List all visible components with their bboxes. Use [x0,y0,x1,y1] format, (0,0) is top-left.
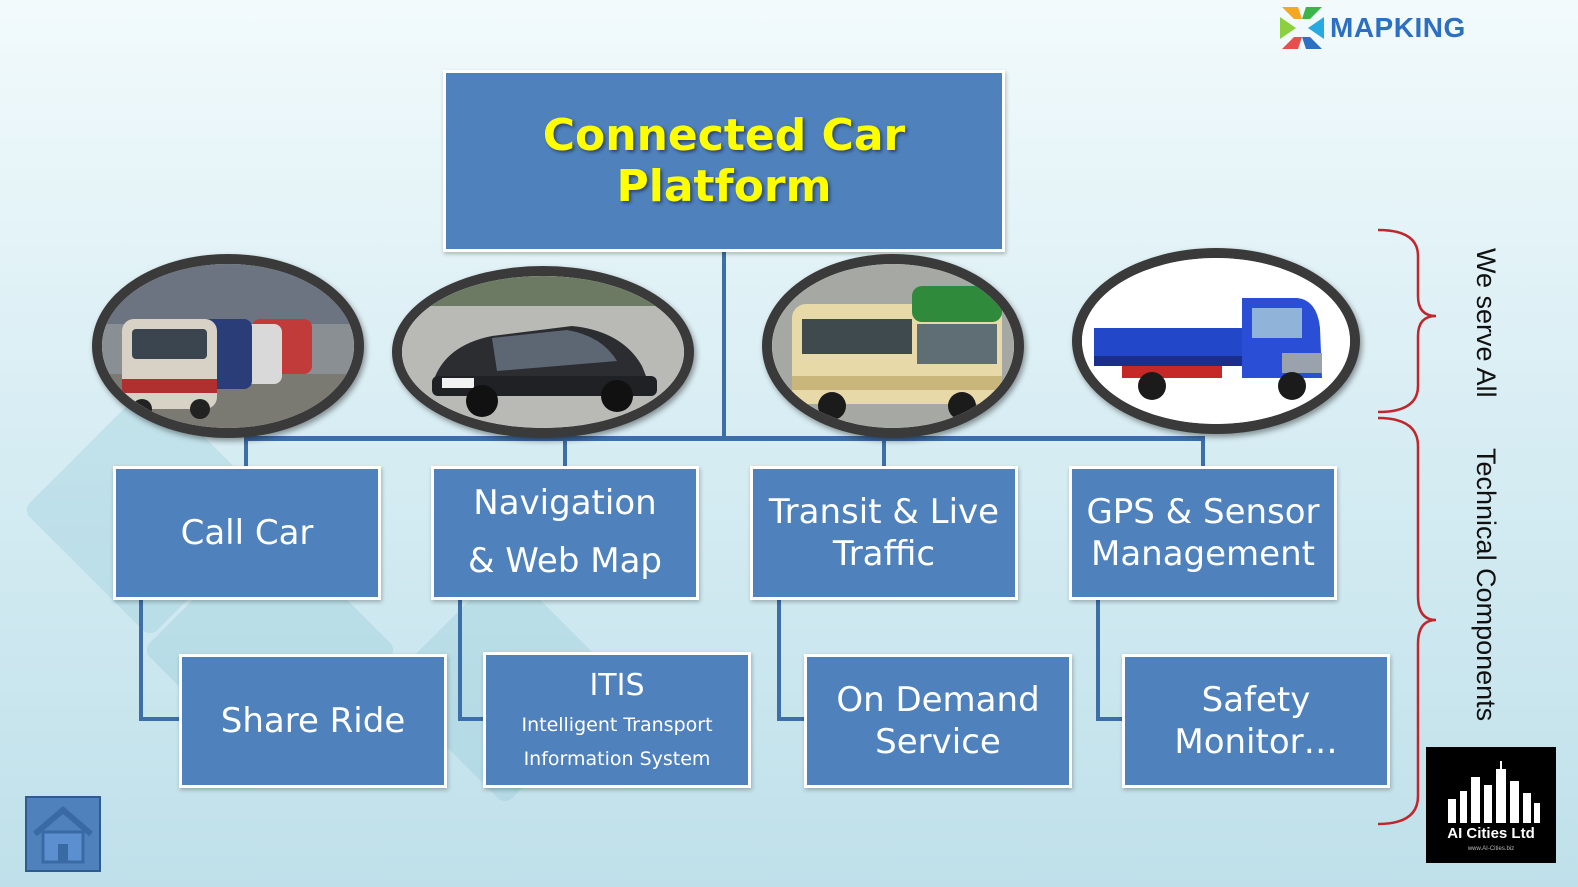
sub-box-share-ride: Share Ride [179,654,447,788]
side-label-serve: We serve All [1471,248,1501,398]
category-label: Traffic [832,534,936,574]
platform-title: Connected Car Platform [542,110,906,212]
connector-line [882,436,886,468]
private-car-image [392,266,694,438]
category-label: Transit & Live [768,491,1000,532]
category-label: GPS & Sensor [1086,491,1320,532]
sub-item-label: Service [875,722,1001,762]
logo-text: MAPKING [1330,12,1466,43]
side-label-components: Technical Components [1471,448,1501,722]
connector-line [244,436,248,468]
category-label: Management [1091,534,1315,574]
connector-line [1201,436,1205,468]
ai-cities-url: www.AI-Cities.biz [1467,846,1515,852]
connector-line [777,717,807,721]
mapking-x-icon [1280,7,1324,49]
category-box-gps: GPS & Sensor Management [1069,466,1337,600]
ai-cities-name: AI Cities Ltd [1447,825,1535,842]
platform-title-box: Connected Car Platform [443,70,1005,252]
city-skyline-icon [1448,761,1540,823]
connector-line [139,598,143,720]
connector-line [1096,717,1126,721]
connector-line [563,436,567,468]
connector-line [458,717,486,721]
connector-line [139,717,181,721]
minibus-image [762,254,1024,438]
mapking-logo: MAPKING [1276,3,1466,53]
sub-item-sublabel: Intelligent Transport [521,713,713,736]
taxi-fleet-image [92,254,364,438]
home-icon [33,806,93,864]
connector-line [245,436,1205,441]
sub-item-sublabel: Information System [523,747,711,770]
category-label: & Web Map [467,541,662,581]
sub-box-safety-monitor: Safety Monitor… [1122,654,1390,788]
sub-item-label: ITIS [589,668,645,704]
ai-cities-badge: AI Cities Ltd www.AI-Cities.biz [1426,747,1556,863]
sub-item-label: Monitor… [1174,722,1338,762]
sub-item-label: On Demand [836,679,1040,720]
sub-item-label: Safety [1201,679,1311,720]
category-box-transit: Transit & Live Traffic [750,466,1018,600]
category-label: Navigation [473,483,657,524]
truck-image [1072,248,1360,434]
right-braces [1377,228,1437,826]
home-button[interactable] [25,796,101,872]
sub-item-label: Share Ride [220,700,406,741]
connector-line [458,598,462,720]
category-label: Call Car [180,512,314,553]
category-box-navigation: Navigation & Web Map [431,466,699,600]
sub-box-itis: ITIS Intelligent Transport Information S… [483,652,751,788]
category-box-call-car: Call Car [113,466,381,600]
connector-line [1096,598,1100,720]
connector-line [777,598,781,720]
connector-line [722,252,726,438]
sub-box-on-demand: On Demand Service [804,654,1072,788]
